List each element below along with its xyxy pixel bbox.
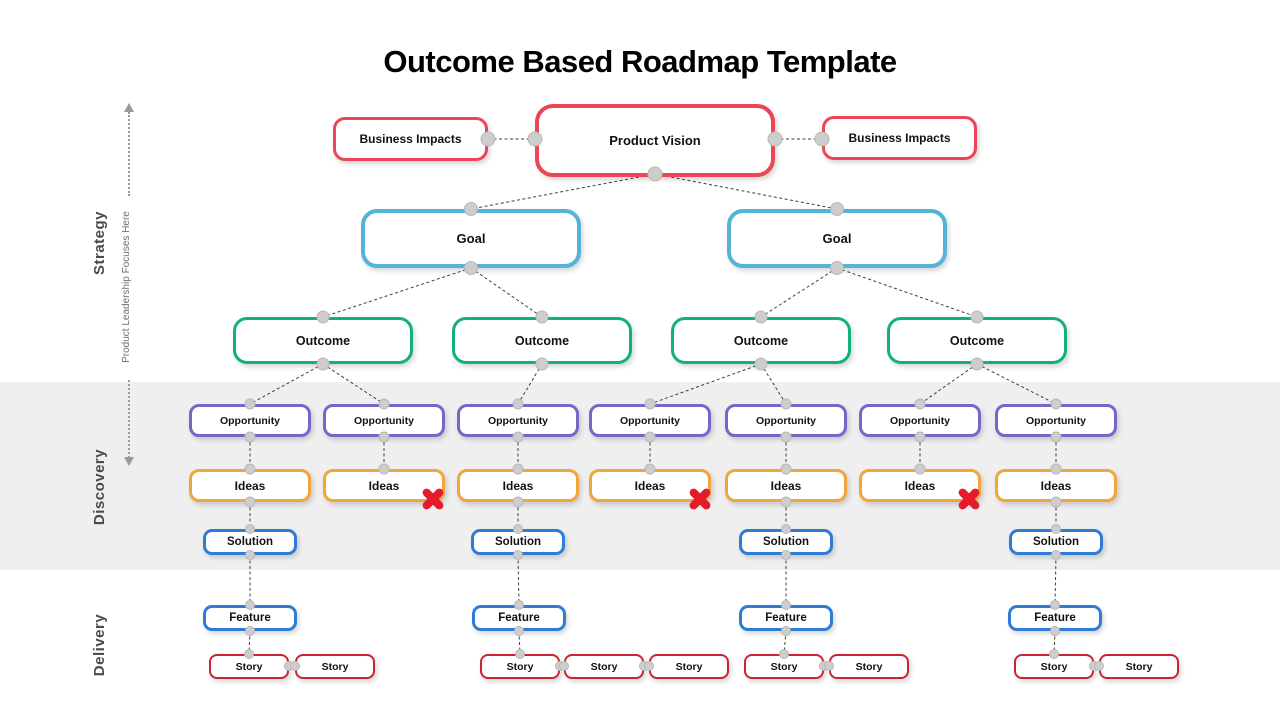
node-label: Solution [227, 536, 273, 548]
node-label: Solution [1033, 536, 1079, 548]
node-label: Story [506, 660, 534, 673]
outcome-1[interactable]: Outcome [233, 317, 413, 364]
rejected-x-icon [956, 486, 982, 512]
flow-arrow-line-top [128, 112, 130, 196]
node-label: Story [590, 660, 618, 673]
solution-2[interactable]: Solution [471, 529, 565, 555]
node-label: Story [770, 660, 798, 673]
opportunity-3[interactable]: Opportunity [457, 404, 579, 437]
idea-5[interactable]: Ideas [725, 469, 847, 502]
business-impacts-right[interactable]: Business Impacts [822, 116, 977, 160]
feature-3[interactable]: Feature [739, 605, 833, 631]
node-label: Story [235, 660, 263, 673]
node-label: Outcome [514, 333, 570, 348]
idea-3[interactable]: Ideas [457, 469, 579, 502]
flow-arrow-up-icon [124, 103, 134, 112]
opportunity-6[interactable]: Opportunity [859, 404, 981, 437]
solution-4[interactable]: Solution [1009, 529, 1103, 555]
node-label: Story [1040, 660, 1068, 673]
node-label: Solution [763, 536, 809, 548]
node-label: Opportunity [487, 414, 549, 427]
business-impacts-left[interactable]: Business Impacts [333, 117, 488, 161]
node-label: Opportunity [219, 414, 281, 427]
node-label: Story [321, 660, 349, 673]
feature-1[interactable]: Feature [203, 605, 297, 631]
story-2-2[interactable]: Story [564, 654, 644, 679]
story-1-2[interactable]: Story [295, 654, 375, 679]
node-label: Ideas [502, 478, 534, 493]
node-label: Story [855, 660, 883, 673]
node-label: Feature [498, 612, 540, 624]
solution-1[interactable]: Solution [203, 529, 297, 555]
rejected-x-icon [687, 486, 713, 512]
node-label: Outcome [295, 333, 351, 348]
opportunity-5[interactable]: Opportunity [725, 404, 847, 437]
goal-2[interactable]: Goal [727, 209, 947, 268]
node-label: Business Impacts [359, 132, 462, 146]
node-label: Outcome [733, 333, 789, 348]
idea-7[interactable]: Ideas [995, 469, 1117, 502]
node-label: Product Vision [609, 133, 701, 148]
node-label: Feature [229, 612, 271, 624]
node-label: Story [675, 660, 703, 673]
node-label: Opportunity [1025, 414, 1087, 427]
outcome-3[interactable]: Outcome [671, 317, 851, 364]
node-label: Goal [822, 231, 852, 246]
node-label: Opportunity [619, 414, 681, 427]
solution-3[interactable]: Solution [739, 529, 833, 555]
node-label: Ideas [1040, 478, 1072, 493]
node-label: Business Impacts [848, 131, 951, 145]
node-label: Ideas [904, 478, 936, 493]
opportunity-1[interactable]: Opportunity [189, 404, 311, 437]
node-label: Ideas [770, 478, 802, 493]
node-label: Solution [495, 536, 541, 548]
story-3-2[interactable]: Story [829, 654, 909, 679]
story-2-1[interactable]: Story [480, 654, 560, 679]
node-label: Goal [456, 231, 486, 246]
outcome-2[interactable]: Outcome [452, 317, 632, 364]
story-3-1[interactable]: Story [744, 654, 824, 679]
product-vision[interactable]: Product Vision [535, 104, 775, 177]
flow-arrow-down-icon [124, 457, 134, 466]
opportunity-4[interactable]: Opportunity [589, 404, 711, 437]
page-title: Outcome Based Roadmap Template [383, 44, 897, 79]
node-label: Ideas [634, 478, 666, 493]
node-label: Ideas [368, 478, 400, 493]
story-4-2[interactable]: Story [1099, 654, 1179, 679]
story-4-1[interactable]: Story [1014, 654, 1094, 679]
story-2-3[interactable]: Story [649, 654, 729, 679]
node-label: Feature [765, 612, 807, 624]
feature-4[interactable]: Feature [1008, 605, 1102, 631]
goal-1[interactable]: Goal [361, 209, 581, 268]
flow-arrow-line-bottom [128, 380, 130, 458]
node-label: Opportunity [353, 414, 415, 427]
feature-2[interactable]: Feature [472, 605, 566, 631]
story-1-1[interactable]: Story [209, 654, 289, 679]
node-label: Feature [1034, 612, 1076, 624]
opportunity-7[interactable]: Opportunity [995, 404, 1117, 437]
node-label: Opportunity [889, 414, 951, 427]
node-label: Outcome [949, 333, 1005, 348]
node-label: Ideas [234, 478, 266, 493]
node-label: Story [1125, 660, 1153, 673]
opportunity-2[interactable]: Opportunity [323, 404, 445, 437]
rejected-x-icon [420, 486, 446, 512]
outcome-4[interactable]: Outcome [887, 317, 1067, 364]
idea-1[interactable]: Ideas [189, 469, 311, 502]
node-label: Opportunity [755, 414, 817, 427]
